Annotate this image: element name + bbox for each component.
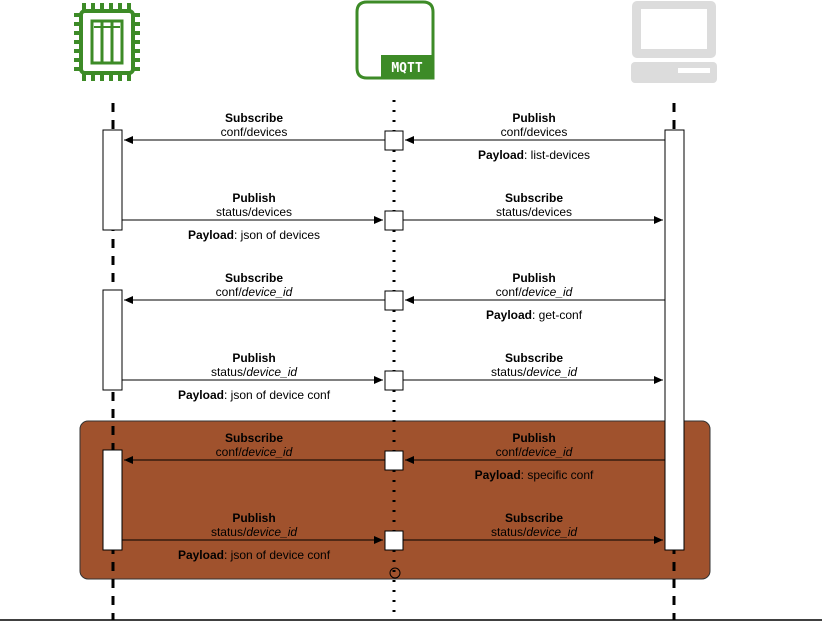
payload-label: Payload: json of devices bbox=[188, 228, 320, 242]
left-action-label: Publish bbox=[232, 351, 275, 365]
right-action-label: Publish bbox=[512, 271, 555, 285]
right-topic-label: conf/device_id bbox=[496, 285, 573, 299]
left-topic-label: status/devices bbox=[216, 205, 292, 219]
broker-end-marker bbox=[389, 567, 401, 579]
mqtt-label: MQTT bbox=[391, 61, 422, 76]
right-topic-label: conf/devices bbox=[501, 125, 568, 139]
chip-icon bbox=[74, 3, 140, 81]
broker-box bbox=[384, 450, 404, 471]
right-topic-label: status/devices bbox=[496, 205, 572, 219]
broker-box bbox=[384, 530, 404, 551]
payload-label: Payload: json of device conf bbox=[178, 388, 331, 402]
left-action-label: Publish bbox=[232, 511, 275, 525]
left-topic-label: status/device_id bbox=[211, 525, 297, 539]
right-action-label: Subscribe bbox=[505, 351, 563, 365]
computer-icon bbox=[631, 1, 717, 83]
right-action-label: Publish bbox=[512, 431, 555, 445]
right-topic-label: conf/device_id bbox=[496, 445, 573, 459]
broker-box bbox=[384, 210, 404, 231]
right-action-label: Publish bbox=[512, 111, 555, 125]
left-action-label: Publish bbox=[232, 191, 275, 205]
payload-label: Payload: json of device conf bbox=[178, 548, 331, 562]
left-action-label: Subscribe bbox=[225, 111, 283, 125]
payload-label: Payload: list-devices bbox=[478, 148, 590, 162]
left-action-label: Subscribe bbox=[225, 431, 283, 445]
payload-label: Payload: specific conf bbox=[475, 468, 594, 482]
payload-label: Payload: get-conf bbox=[486, 308, 583, 322]
message-arrows bbox=[122, 136, 665, 544]
right-topic-label: status/device_id bbox=[491, 525, 577, 539]
left-action-label: Subscribe bbox=[225, 271, 283, 285]
device-activation-3 bbox=[102, 449, 123, 551]
message-labels: Subscribeconf/devicesPublishconf/devices… bbox=[178, 111, 594, 562]
right-action-label: Subscribe bbox=[505, 511, 563, 525]
left-topic-label: conf/device_id bbox=[216, 445, 293, 459]
left-topic-label: conf/devices bbox=[221, 125, 288, 139]
broker-box bbox=[384, 290, 404, 311]
client-activation bbox=[664, 129, 685, 551]
left-topic-label: conf/device_id bbox=[216, 285, 293, 299]
device-activation-2 bbox=[102, 289, 123, 391]
right-topic-label: status/device_id bbox=[491, 365, 577, 379]
device-activation-1 bbox=[102, 129, 123, 231]
broker-box bbox=[384, 130, 404, 151]
broker-box bbox=[384, 370, 404, 391]
right-action-label: Subscribe bbox=[505, 191, 563, 205]
mqtt-broker-icon: MQTT bbox=[355, 0, 435, 80]
left-topic-label: status/device_id bbox=[211, 365, 297, 379]
